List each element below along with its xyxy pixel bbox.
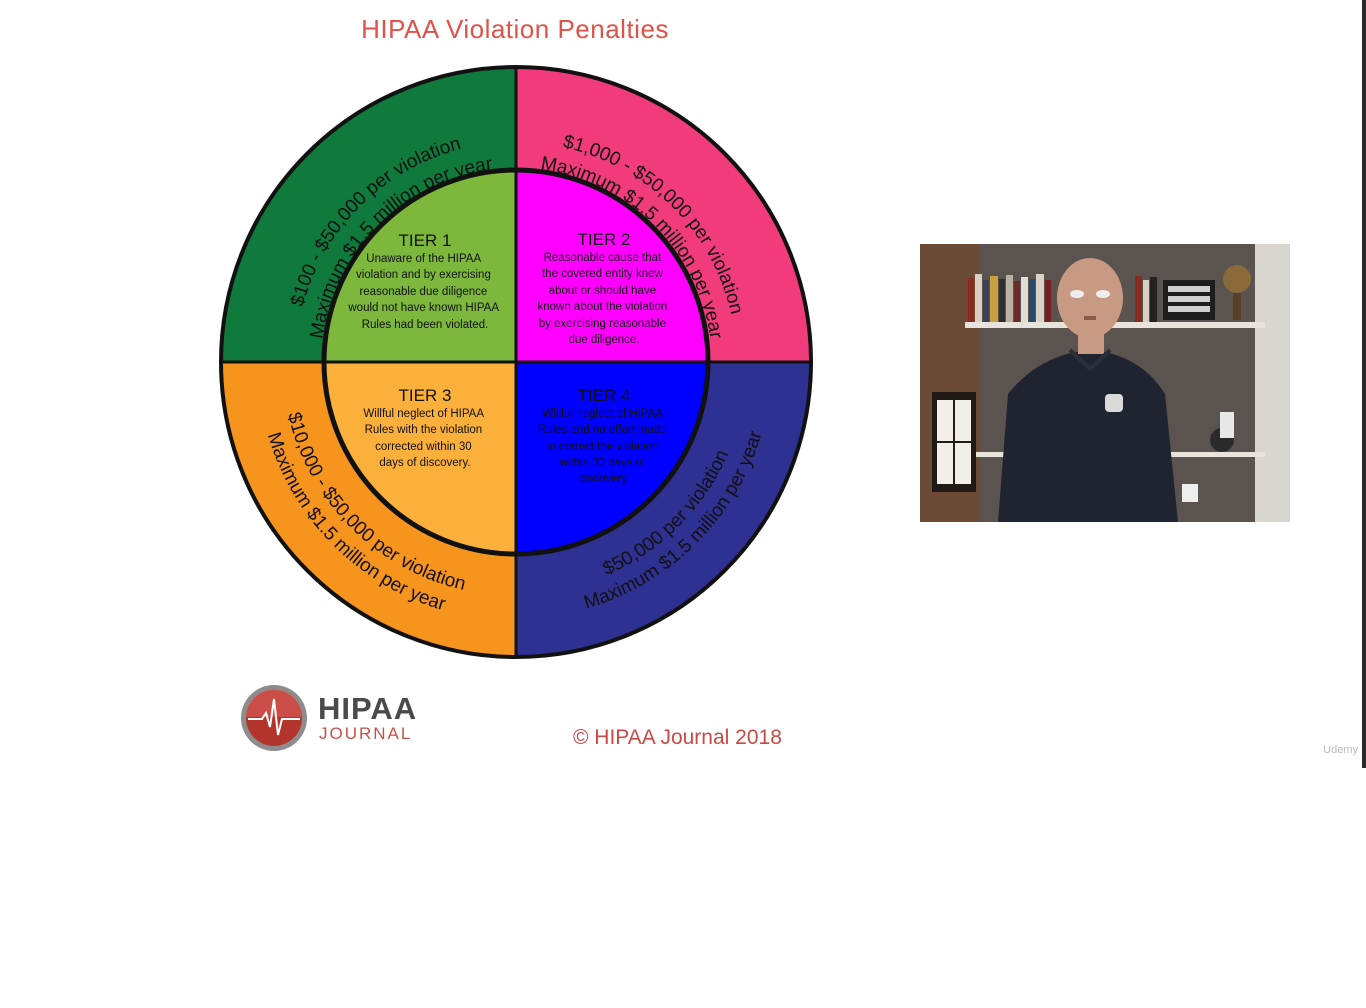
logo-journal-text: JOURNAL (319, 724, 413, 743)
tier4-heading: TIER 4 (578, 386, 631, 405)
tier4-description: Willful neglect of HIPAA Rules and no ef… (538, 408, 670, 485)
heartbeat-logo-icon (241, 685, 307, 751)
tier2-inner-segment (516, 170, 708, 362)
slide-title: HIPAA Violation Penalties (361, 14, 669, 44)
presenter-video-frame (920, 244, 1290, 522)
penalty-wheel: TIER 1 TIER 2 TIER 3 TIER 4 Unaware of t… (219, 65, 813, 659)
logo-hipaa-text: HIPAA (318, 691, 418, 726)
tier1-inner-segment (324, 170, 516, 362)
tier1-heading: TIER 1 (399, 231, 452, 250)
tier1-description: Unaware of the HIPAA violation and by ex… (347, 253, 501, 331)
window-edge (1362, 0, 1366, 768)
udemy-watermark: Udemy (1323, 744, 1358, 756)
tier2-heading: TIER 2 (578, 230, 631, 249)
hipaa-journal-logo: HIPAA JOURNAL (240, 683, 440, 753)
tier3-description: Willful neglect of HIPAA Rules with the … (363, 408, 486, 469)
slide: HIPAA Violation Penalties TIER 1 (219, 0, 1366, 768)
tier2-description: Reasonable cause that the covered entity… (538, 252, 671, 346)
tier3-heading: TIER 3 (399, 386, 452, 405)
copyright-text: © HIPAA Journal 2018 (573, 726, 782, 749)
presenter-video[interactable] (920, 244, 1290, 522)
tier4-inner-segment (516, 362, 708, 554)
tier3-inner-segment (324, 362, 516, 554)
